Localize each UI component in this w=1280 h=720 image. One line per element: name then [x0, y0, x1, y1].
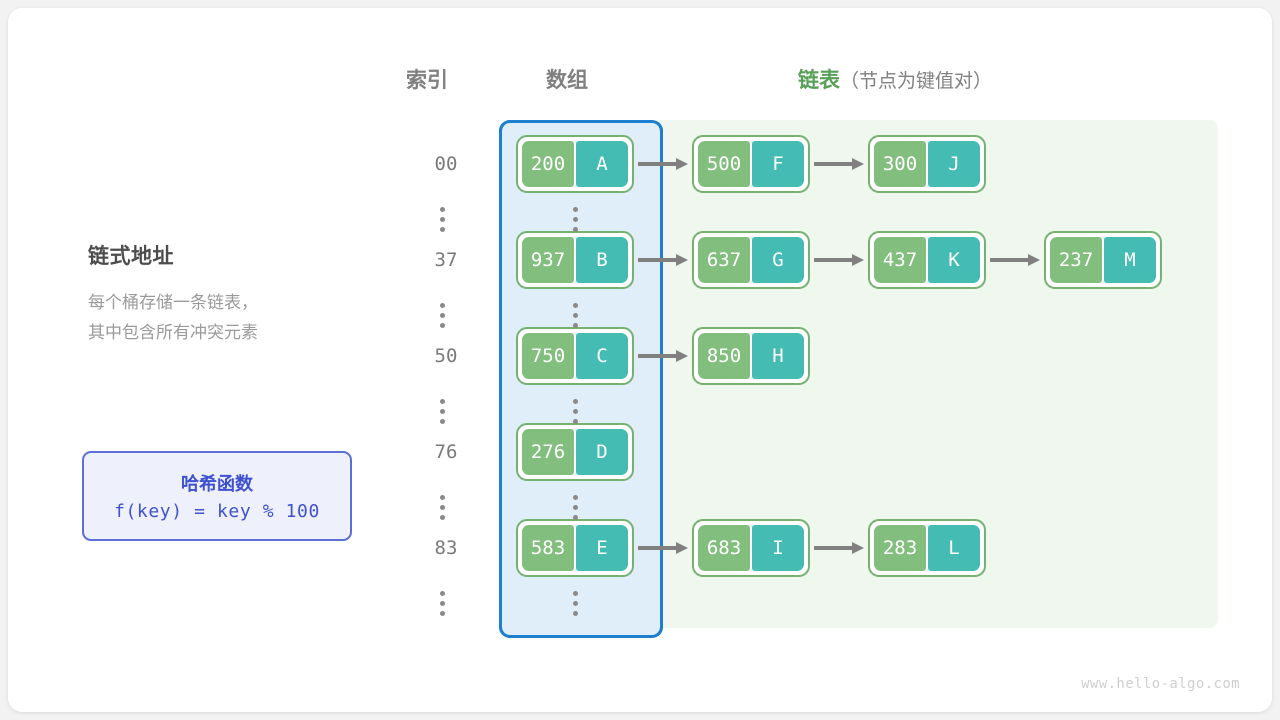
diagram-card: 索引 数组 链表（节点为键值对） 链式地址 每个桶存储一条链表， 其中包含所有冲…	[8, 8, 1272, 712]
kv-node-key: 937	[522, 237, 574, 283]
link-arrow-head	[852, 254, 864, 266]
kv-node-key: 437	[874, 237, 926, 283]
kv-node-key: 300	[874, 141, 926, 187]
kv-node-value: J	[928, 141, 980, 187]
link-arrow-head	[676, 158, 688, 170]
kv-node-value: K	[928, 237, 980, 283]
bucket-index-label: 76	[434, 441, 458, 463]
link-arrow	[814, 542, 864, 554]
watermark: www.hello-algo.com	[1081, 676, 1240, 692]
kv-node-value: E	[576, 525, 628, 571]
link-arrow	[814, 254, 864, 266]
hash-function-formula: f(key) = key % 100	[114, 501, 320, 522]
link-arrow-shaft	[814, 258, 853, 262]
hash-function-box: 哈希函数 f(key) = key % 100	[82, 451, 352, 541]
panel-description-line-2: 其中包含所有冲突元素	[88, 323, 258, 343]
array-ellipsis	[573, 399, 578, 424]
bucket-index-label: 50	[434, 345, 458, 367]
column-header-array: 数组	[546, 68, 588, 92]
panel-title: 链式地址	[88, 244, 174, 268]
link-arrow	[814, 158, 864, 170]
index-ellipsis	[440, 495, 445, 520]
kv-node-value: F	[752, 141, 804, 187]
kv-node-key: 583	[522, 525, 574, 571]
index-ellipsis	[440, 591, 445, 616]
bucket-index-label: 37	[434, 249, 458, 271]
bucket-index-label: 83	[434, 537, 458, 559]
link-arrow-shaft	[990, 258, 1029, 262]
link-arrow	[990, 254, 1040, 266]
link-arrow	[638, 350, 688, 362]
kv-node-value: C	[576, 333, 628, 379]
panel-description: 每个桶存储一条链表， 其中包含所有冲突元素	[88, 288, 258, 348]
kv-node-key: 200	[522, 141, 574, 187]
bucket-index-label: 00	[434, 153, 458, 175]
array-ellipsis	[573, 303, 578, 328]
kv-node-key: 283	[874, 525, 926, 571]
link-arrow-head	[852, 542, 864, 554]
link-arrow-shaft	[814, 546, 853, 550]
hash-function-title: 哈希函数	[181, 474, 253, 495]
kv-node-value: M	[1104, 237, 1156, 283]
kv-node-value: D	[576, 429, 628, 475]
kv-node-key: 750	[522, 333, 574, 379]
link-arrow-head	[676, 542, 688, 554]
link-arrow	[638, 254, 688, 266]
link-arrow-head	[676, 254, 688, 266]
link-arrow	[638, 542, 688, 554]
index-ellipsis	[440, 207, 445, 232]
link-arrow-shaft	[814, 162, 853, 166]
kv-node-key: 683	[698, 525, 750, 571]
link-arrow-shaft	[638, 546, 677, 550]
array-ellipsis	[573, 495, 578, 520]
kv-node-key: 276	[522, 429, 574, 475]
kv-node-value: H	[752, 333, 804, 379]
panel-description-line-1: 每个桶存储一条链表，	[88, 293, 258, 313]
kv-node-value: I	[752, 525, 804, 571]
link-arrow-head	[1028, 254, 1040, 266]
array-ellipsis	[573, 591, 578, 616]
kv-node-value: L	[928, 525, 980, 571]
kv-node-key: 500	[698, 141, 750, 187]
column-header-linkedlist-sub: （节点为键值对）	[840, 70, 993, 92]
link-arrow-shaft	[638, 354, 677, 358]
link-arrow	[638, 158, 688, 170]
column-header-linkedlist: 链表（节点为键值对）	[798, 64, 992, 94]
column-header-linkedlist-main: 链表	[798, 68, 840, 92]
kv-node-value: B	[576, 237, 628, 283]
kv-node-value: A	[576, 141, 628, 187]
kv-node-key: 237	[1050, 237, 1102, 283]
index-ellipsis	[440, 303, 445, 328]
array-ellipsis	[573, 207, 578, 232]
kv-node-key: 637	[698, 237, 750, 283]
index-ellipsis	[440, 399, 445, 424]
column-header-index: 索引	[406, 68, 448, 92]
link-arrow-shaft	[638, 162, 677, 166]
kv-node-value: G	[752, 237, 804, 283]
link-arrow-shaft	[638, 258, 677, 262]
link-arrow-head	[676, 350, 688, 362]
link-arrow-head	[852, 158, 864, 170]
kv-node-key: 850	[698, 333, 750, 379]
